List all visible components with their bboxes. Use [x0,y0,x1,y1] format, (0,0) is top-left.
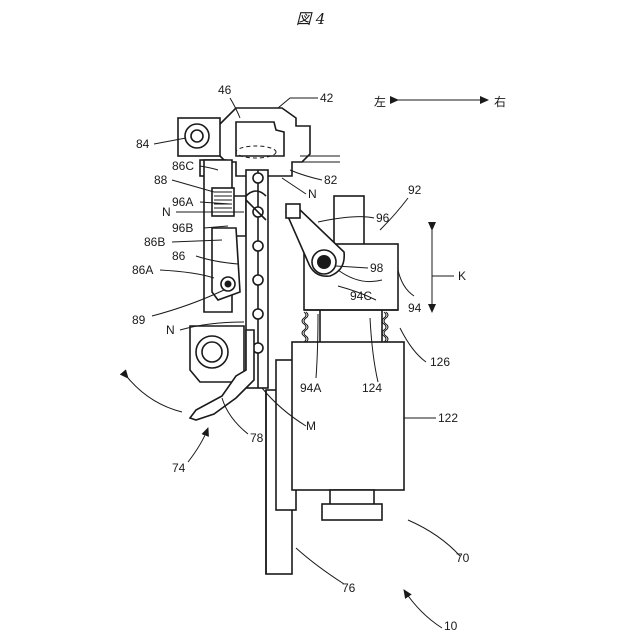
label-84: 84 [136,137,150,151]
label-94: 94 [408,301,422,315]
label-74: 74 [172,461,186,475]
left-frame [204,160,246,312]
label-96B: 96B [172,221,193,235]
label-10: 10 [444,619,458,633]
label-42: 42 [320,91,334,105]
direction-indicator: 左 右 [374,94,506,109]
label-126: 126 [430,355,450,369]
label-96: 96 [376,211,390,225]
label-76: 76 [342,581,356,595]
label-M: M [306,419,316,433]
label-46: 46 [218,83,232,97]
label-124: 124 [362,381,382,395]
label-N-2: N [162,205,171,219]
label-122: 122 [438,411,458,425]
label-88: 88 [154,173,168,187]
k-arrow [432,230,454,312]
label-78: 78 [250,431,264,445]
label-K: K [458,269,466,283]
left-direction-label: 左 [374,94,386,109]
hub-89 [190,326,244,382]
label-82: 82 [324,173,338,187]
springs [302,312,388,342]
figure-title: 図 4 [296,10,325,28]
label-N-3: N [166,323,175,337]
label-86: 86 [172,249,186,263]
label-86C: 86C [172,159,194,173]
label-70: 70 [456,551,470,565]
right-direction-label: 右 [494,94,506,109]
label-96A: 96A [172,195,193,209]
label-98: 98 [370,261,384,275]
label-94A: 94A [300,381,321,395]
hub-84 [178,118,220,156]
label-86B: 86B [144,235,165,249]
label-92: 92 [408,183,422,197]
label-94C: 94C [350,289,372,303]
label-89: 89 [132,313,146,327]
label-86A: 86A [132,263,153,277]
label-N-1: N [308,187,317,201]
